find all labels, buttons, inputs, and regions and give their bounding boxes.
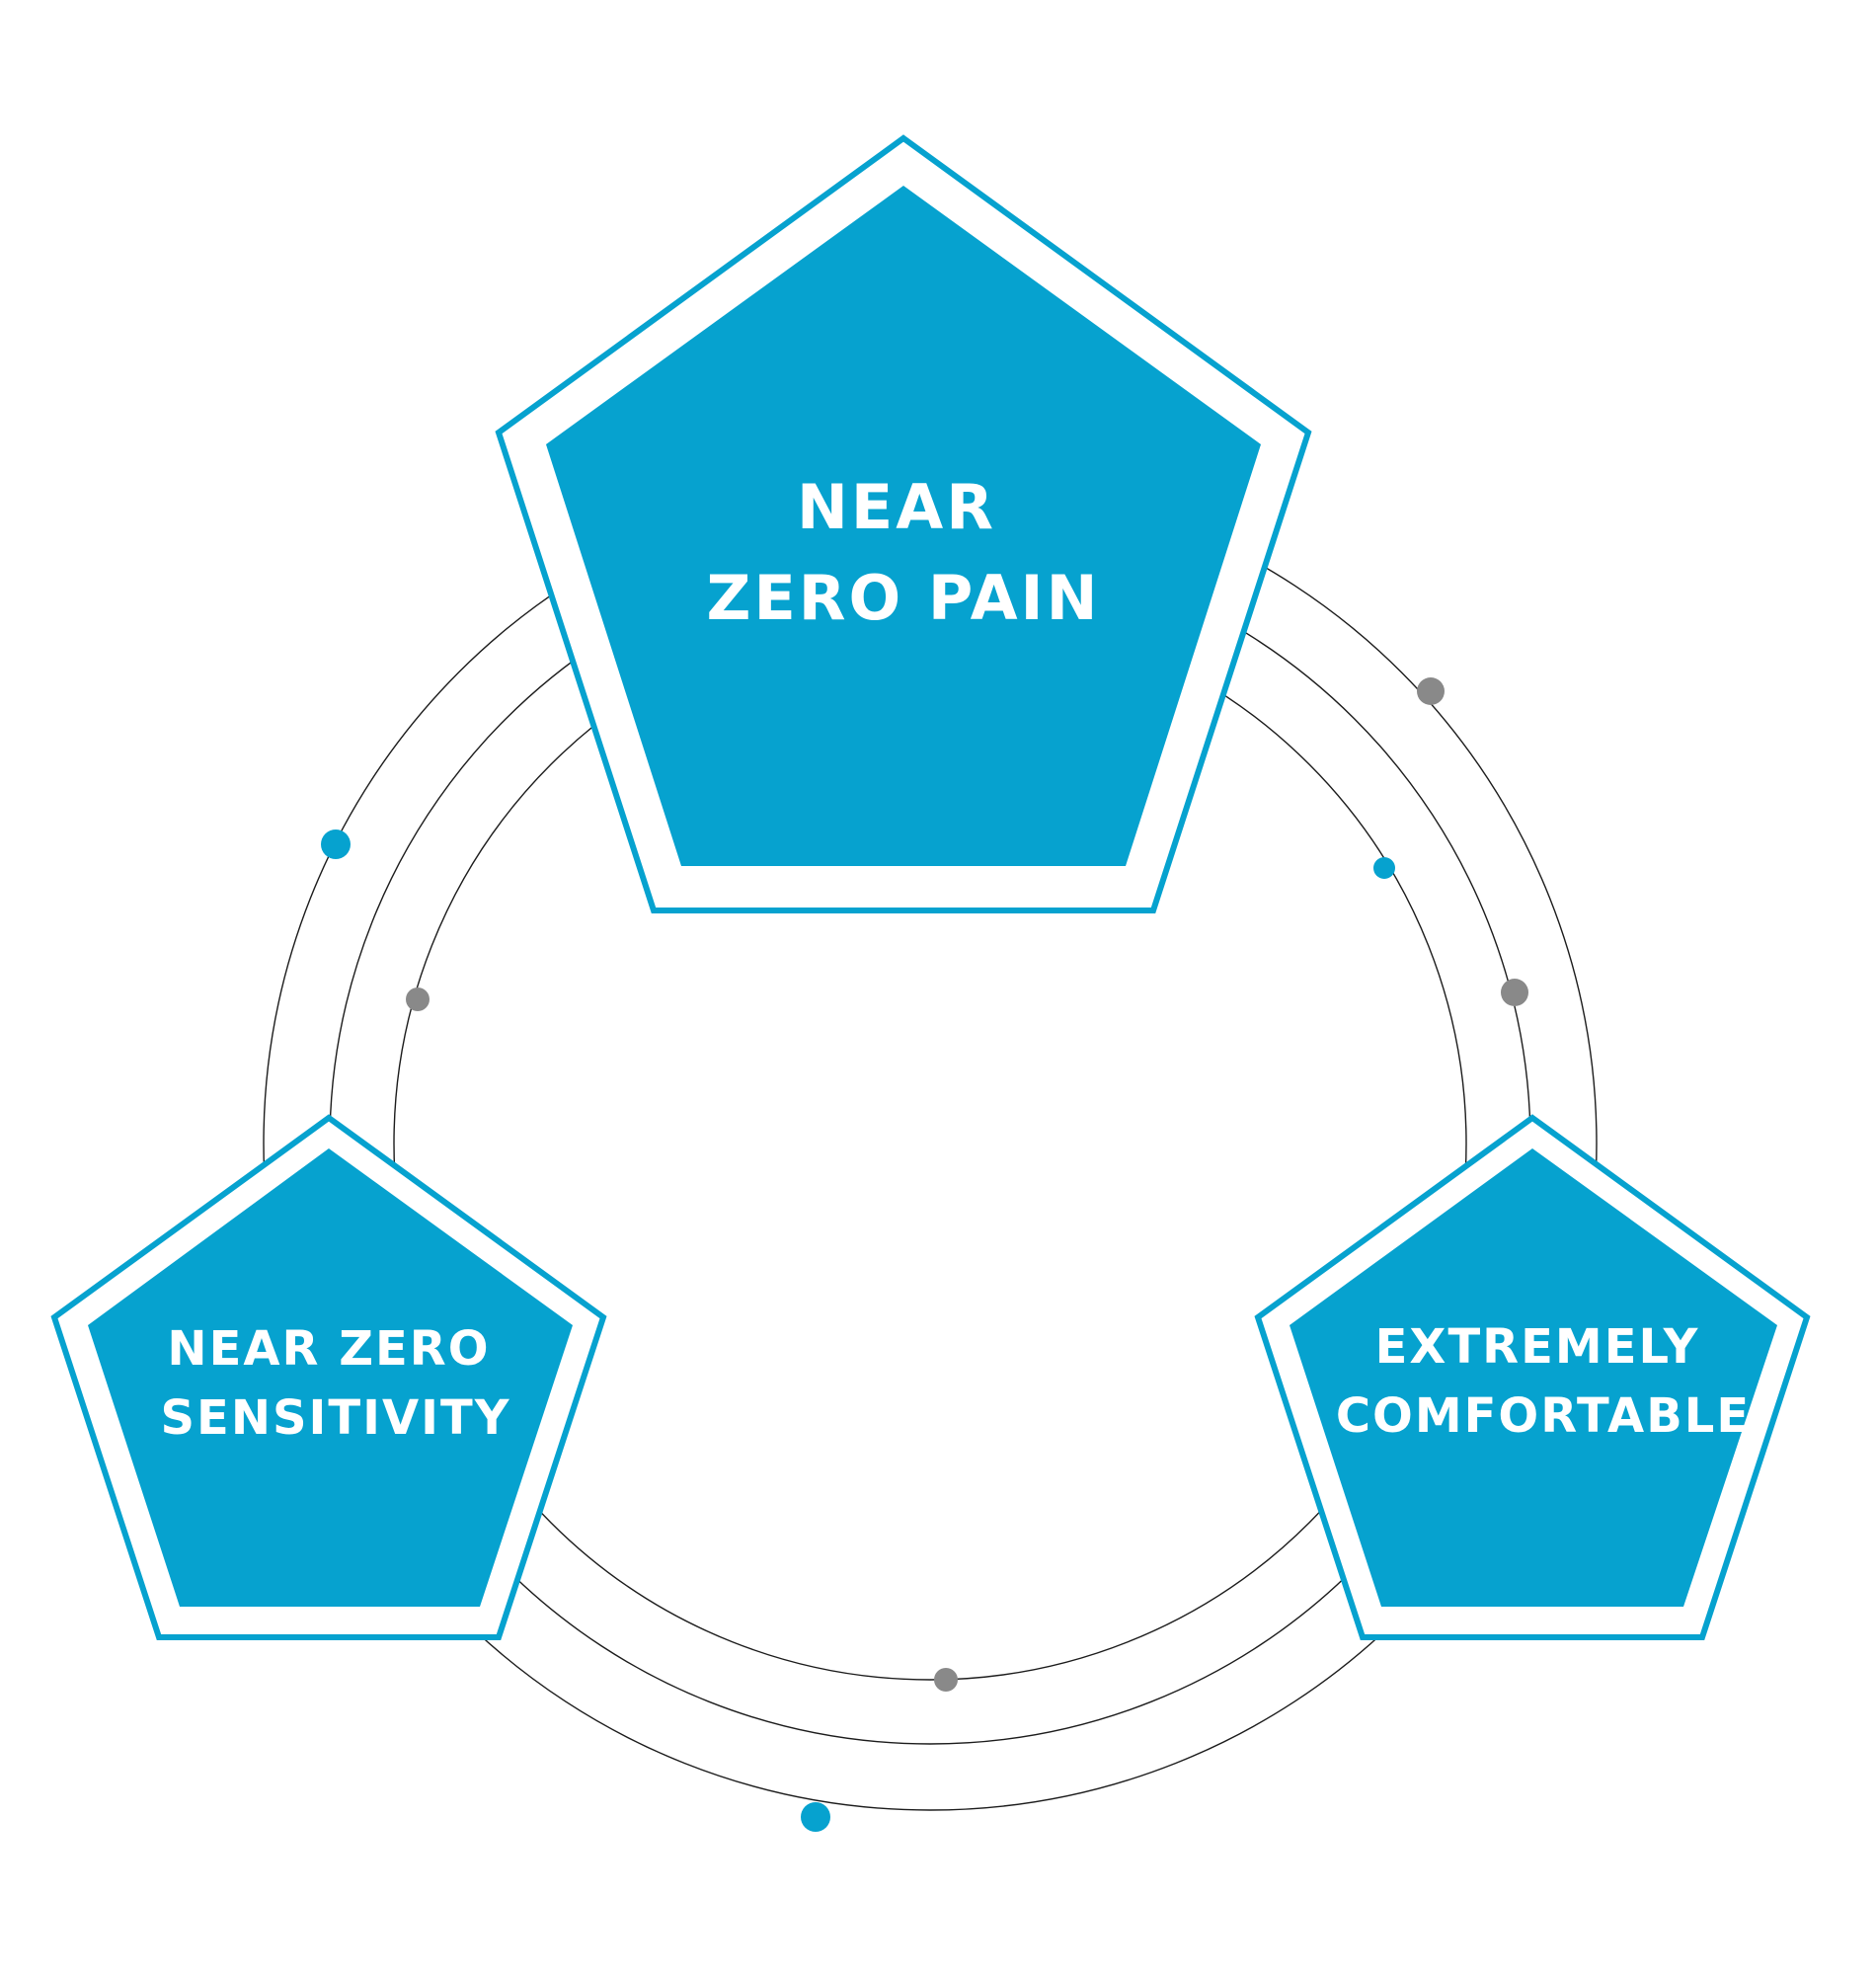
- pentagon-left-label-line-2: SENSITIVITY: [160, 1390, 510, 1446]
- pentagon-right-outline: [1254, 1114, 1811, 1640]
- orbit-dot-blue: [1373, 857, 1395, 879]
- orbit-dot-blue: [321, 830, 351, 859]
- pentagon-left-label-line-1: NEAR ZERO: [167, 1321, 490, 1377]
- pentagon-near-zero-pain: NEAR ZERO PAIN: [495, 134, 1312, 913]
- pentagon-top-fill: [546, 186, 1261, 866]
- pentagon-left-fill: [88, 1148, 573, 1607]
- pentagon-top-label-line-2: ZERO PAIN: [706, 562, 1100, 634]
- pentagon-top-outline: [495, 134, 1312, 913]
- orbit-dot-gray: [934, 1668, 958, 1692]
- pentagon-near-zero-sensitivity: NEAR ZERO SENSITIVITY: [50, 1114, 607, 1640]
- orbit-dot-gray: [406, 988, 430, 1011]
- pentagon-left-outline: [50, 1114, 607, 1640]
- orbit-dots: [321, 677, 1528, 1832]
- pentagon-extremely-comfortable: EXTREMELY COMFORTABLE: [1254, 1114, 1811, 1640]
- orbit-dot-gray: [1417, 677, 1445, 705]
- pentagon-top-label-line-1: NEAR: [797, 471, 996, 543]
- orbit-dot-blue: [801, 1802, 830, 1832]
- orbit-dot-gray: [1501, 979, 1528, 1006]
- pentagon-right-label-line-1: EXTREMELY: [1375, 1319, 1700, 1375]
- pentagon-right-fill: [1290, 1148, 1777, 1607]
- pentagon-right-label-line-2: COMFORTABLE: [1336, 1388, 1751, 1444]
